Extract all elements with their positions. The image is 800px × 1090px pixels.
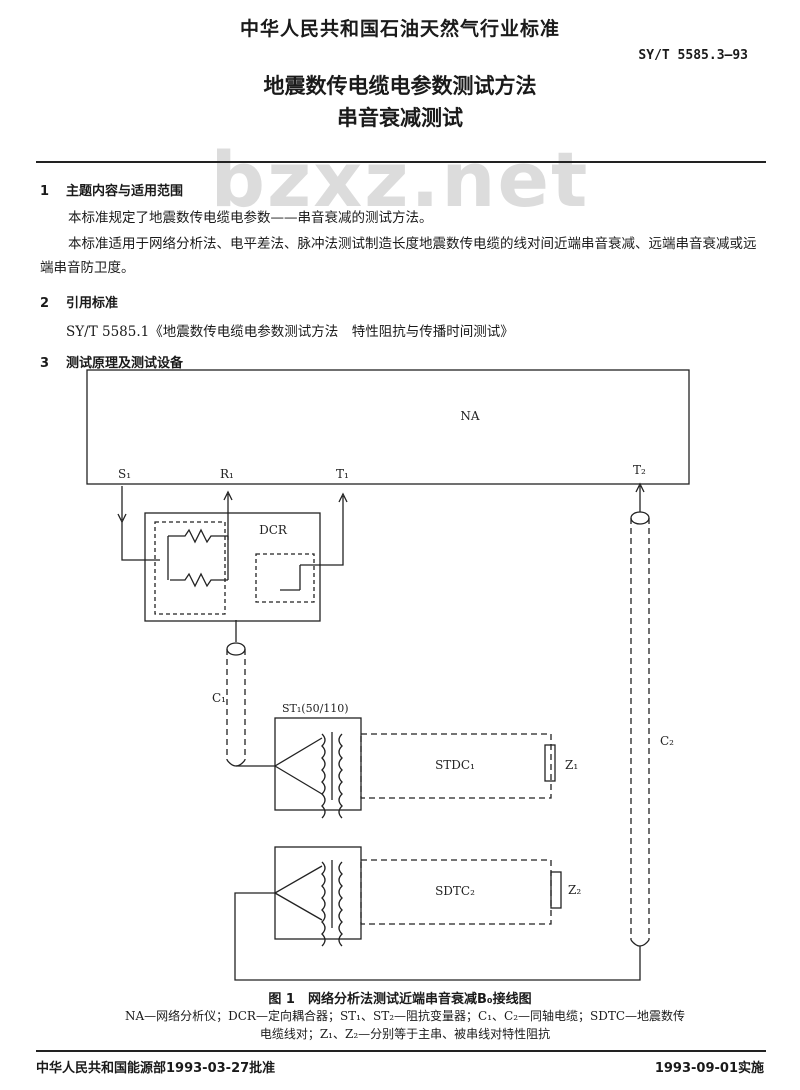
c2-label: C₂ bbox=[660, 734, 674, 748]
st2-input-lines bbox=[274, 865, 323, 921]
section-1-heading: 1 主题内容与适用范围 bbox=[40, 180, 183, 199]
footer-rule bbox=[36, 1050, 766, 1052]
z2-resistor bbox=[550, 871, 562, 909]
section-1-paragraph-1: 本标准规定了地震数传电缆电参数——串音衰减的测试方法。 bbox=[68, 210, 433, 226]
st1-box bbox=[274, 717, 362, 811]
t2-label: T₂ bbox=[633, 463, 646, 477]
z2-label: Z₂ bbox=[568, 883, 581, 897]
document-title: 地震数传电缆电参数测试方法 bbox=[263, 74, 537, 98]
r1-label: R₁ bbox=[220, 467, 234, 481]
coax-c2 bbox=[234, 511, 650, 981]
section-title: 测试原理及测试设备 bbox=[66, 356, 184, 371]
st1-coil-secondary bbox=[338, 733, 343, 819]
c1-label: C₁ bbox=[212, 691, 226, 705]
s1-line bbox=[117, 486, 160, 561]
dcr-inner-dashed-right bbox=[255, 553, 315, 603]
section-number: 1 bbox=[40, 184, 50, 199]
standard-code: SY/T 5585.3—93 bbox=[638, 48, 748, 63]
reference-standard: SY/T 5585.1《地震数传电缆电参数测试方法 特性阻抗与传播时间测试》 bbox=[66, 324, 514, 340]
dcr-termination bbox=[280, 565, 301, 591]
section-title: 主题内容与适用范围 bbox=[66, 184, 184, 199]
na-box bbox=[86, 369, 690, 485]
t1-label: T₁ bbox=[336, 467, 349, 481]
sdtc2-label: SDTC₂ bbox=[435, 884, 475, 898]
dcr-bridge bbox=[167, 536, 229, 580]
effective-date: 1993-09-01实施 bbox=[654, 1061, 764, 1076]
resistor-upper bbox=[168, 528, 228, 544]
approval-line: 中华人民共和国能源部1993-03-27批准 bbox=[36, 1061, 276, 1076]
stdc-pair bbox=[360, 733, 552, 799]
stdc-label: STDC₁ bbox=[435, 758, 475, 772]
organization-title: 中华人民共和国石油天然气行业标准 bbox=[239, 18, 560, 40]
st2-coil-secondary bbox=[338, 861, 343, 947]
na-label: NA bbox=[460, 409, 480, 423]
figure-caption: 图 1 网络分析法测试近端串音衰减B₀接线图 bbox=[268, 992, 532, 1007]
dcr-box bbox=[144, 512, 321, 622]
dcr-inner-dashed-left bbox=[154, 521, 226, 615]
figure-legend-line-1: NA—网络分析仪；DCR—定向耦合器；ST₁、ST₂—阻抗变量器；C₁、C₂—同… bbox=[124, 1009, 686, 1023]
section-number: 3 bbox=[40, 356, 50, 371]
header-rule bbox=[36, 161, 766, 163]
section-1-paragraph-2: 本标准适用于网络分析法、电平差法、脉冲法测试制造长度地震数传电缆的线对间近端串音… bbox=[40, 236, 757, 276]
resistor-lower bbox=[170, 572, 228, 588]
watermark: bzxz.net bbox=[210, 135, 590, 224]
dcr-label: DCR bbox=[259, 523, 288, 537]
st2-coil-primary bbox=[321, 861, 326, 947]
r1-line bbox=[223, 490, 233, 540]
z1-resistor bbox=[544, 744, 556, 782]
coax-c1 bbox=[226, 620, 275, 767]
t1-line bbox=[300, 492, 348, 566]
st1-label: ST₁(50/110) bbox=[282, 702, 349, 715]
st1-coil-primary bbox=[321, 733, 326, 819]
wiring-diagram: NA S₁ R₁ T₁ T₂ DCR C₁ ST₁(50/110) bbox=[86, 369, 690, 981]
figure-legend-line-2: 电缆线对；Z₁、Z₂—分别等于主串、被串线对特性阻抗 bbox=[259, 1027, 551, 1041]
st1-input-lines bbox=[274, 737, 323, 795]
t2-line bbox=[635, 482, 645, 512]
section-number: 2 bbox=[40, 296, 50, 311]
section-2-heading: 2 引用标准 bbox=[40, 292, 118, 311]
section-title: 引用标准 bbox=[66, 296, 119, 311]
document-subtitle: 串音衰减测试 bbox=[337, 106, 463, 130]
s1-label: S₁ bbox=[118, 467, 131, 481]
section-3-heading: 3 测试原理及测试设备 bbox=[40, 352, 183, 371]
z1-label: Z₁ bbox=[565, 758, 578, 772]
st2-box bbox=[274, 846, 362, 940]
